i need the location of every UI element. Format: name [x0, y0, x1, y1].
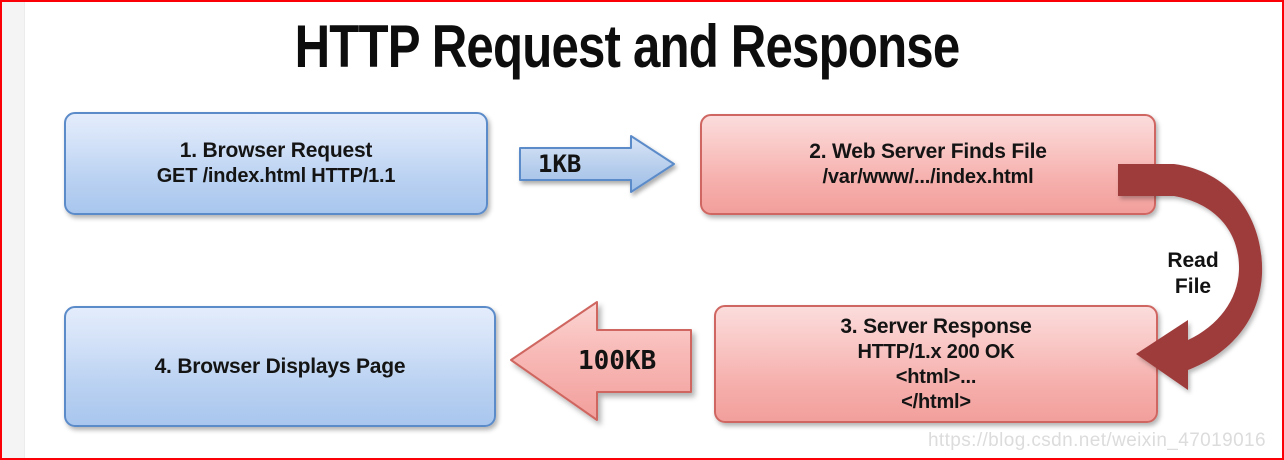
node-server-response-html-open: <html>... — [895, 365, 977, 388]
response-arrow-label: 100KB — [578, 346, 657, 376]
page-title: HTTP Request and Response — [294, 13, 961, 80]
watermark: https://blog.csdn.net/weixin_47019016 — [927, 430, 1266, 451]
node-browser-request-title: 1. Browser Request — [179, 139, 373, 162]
request-arrow-label: 1KB — [538, 150, 582, 178]
node-server-response-html-close: </html> — [901, 390, 971, 413]
node-server-response[interactable]: 3. Server Response HTTP/1.x 200 OK <html… — [714, 305, 1158, 423]
node-browser-request-detail: GET /index.html HTTP/1.1 — [156, 165, 396, 187]
response-arrow-100kb — [505, 294, 705, 434]
node-web-server-detail: /var/www/.../index.html — [822, 166, 1034, 188]
read-file-label-line-1: Read — [1167, 249, 1219, 272]
node-browser-displays-page[interactable]: 4. Browser Displays Page — [64, 306, 496, 427]
node-server-response-title: 3. Server Response — [840, 314, 1032, 338]
request-arrow-1kb — [516, 130, 682, 198]
left-gutter — [2, 2, 24, 458]
node-server-response-status: HTTP/1.x 200 OK — [857, 340, 1015, 363]
node-web-server-title: 2. Web Server Finds File — [809, 140, 1047, 163]
read-file-label-line-2: File — [1174, 275, 1212, 298]
node-web-server-finds-file[interactable]: 2. Web Server Finds File /var/www/.../in… — [700, 114, 1156, 215]
left-gutter-rule — [24, 2, 25, 458]
read-file-arrow — [1102, 142, 1282, 402]
read-file-arrow-label: Read File — [1154, 248, 1232, 300]
node-browser-request[interactable]: 1. Browser Request GET /index.html HTTP/… — [64, 112, 488, 215]
node-browser-displays-page-title: 4. Browser Displays Page — [154, 354, 406, 378]
